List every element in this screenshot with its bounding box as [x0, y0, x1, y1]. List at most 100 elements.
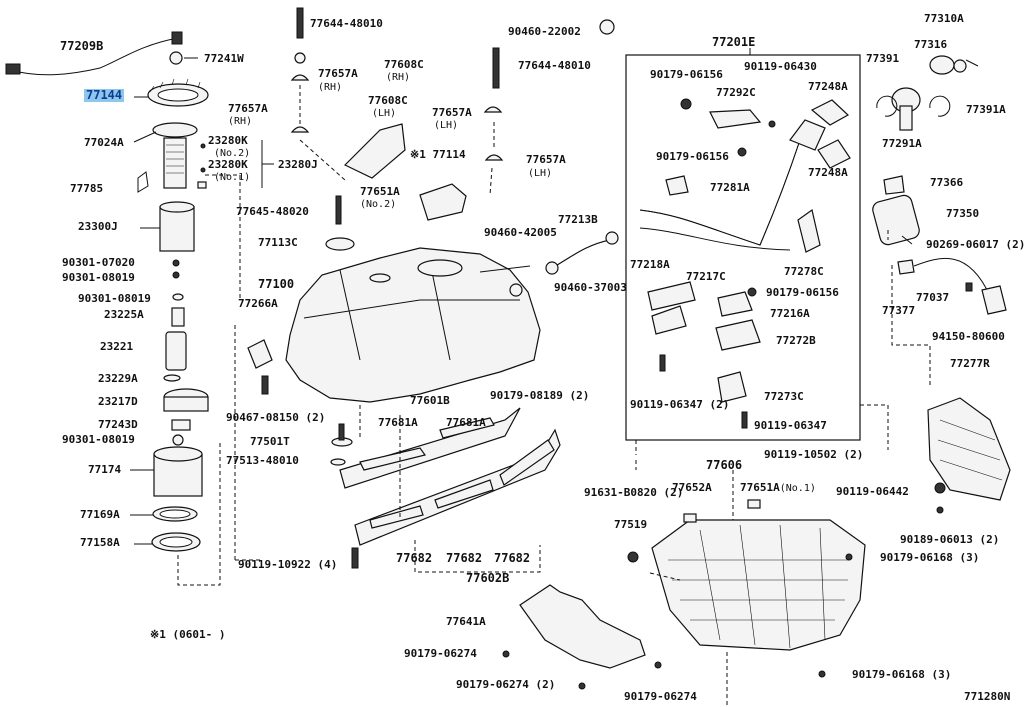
label-77501T[interactable]: 77501T: [250, 435, 290, 448]
label-90119-06430[interactable]: 90119-06430: [744, 60, 817, 73]
label-90269-06017[interactable]: 90269-06017 (2): [926, 238, 1024, 251]
label-77144[interactable]: 77144: [84, 88, 125, 102]
label-77391A[interactable]: 77391A: [966, 103, 1006, 116]
label-77114[interactable]: ※1 77114: [410, 148, 466, 161]
label-77273C[interactable]: 77273C: [764, 390, 804, 403]
label-77785[interactable]: 77785: [70, 182, 104, 195]
label-77291A[interactable]: 77291A: [882, 137, 922, 150]
label-77248A-a[interactable]: 77248A: [808, 80, 848, 93]
label-77174[interactable]: 77174: [88, 463, 122, 476]
label-77281A[interactable]: 77281A: [710, 181, 750, 194]
label-77519[interactable]: 77519: [614, 518, 648, 531]
label-77513-48010[interactable]: 77513-48010: [226, 454, 299, 467]
label-77644-48010-a[interactable]: 77644-48010: [310, 17, 383, 30]
label-77217C[interactable]: 77217C: [686, 270, 726, 283]
label-90467-08150[interactable]: 90467-08150 (2): [226, 411, 326, 424]
label-77169A[interactable]: 77169A: [80, 508, 120, 521]
label-90301-08019-c[interactable]: 90301-08019: [62, 433, 135, 446]
label-77657A-rh[interactable]: 77657A: [228, 102, 268, 115]
note-no2: (No.2): [214, 148, 251, 159]
label-90179-06168-b[interactable]: 90179-06168 (3): [852, 668, 952, 681]
label-77218A[interactable]: 77218A: [630, 258, 670, 271]
label-77601B[interactable]: 77601B: [410, 394, 450, 407]
label-90301-07020[interactable]: 90301-07020: [62, 256, 135, 269]
label-91631-B0820[interactable]: 91631-B0820 (2): [584, 486, 684, 499]
label-77657A-lh[interactable]: 77657A: [526, 153, 566, 166]
label-90301-08019-b[interactable]: 90301-08019: [78, 292, 151, 305]
label-90460-37003[interactable]: 90460-37003: [554, 281, 627, 294]
label-90460-42005[interactable]: 90460-42005: [484, 226, 557, 239]
label-90301-08019-a[interactable]: 90301-08019: [62, 271, 135, 284]
label-90179-06274-c[interactable]: 90179-06274: [624, 690, 697, 703]
label-77657A-rh-top[interactable]: 77657A: [318, 67, 358, 80]
label-94150-80600[interactable]: 94150-80600: [932, 330, 1005, 343]
label-77266A[interactable]: 77266A: [238, 297, 278, 310]
label-90179-06274-b[interactable]: 90179-06274 (2): [456, 678, 556, 691]
label-77158A[interactable]: 77158A: [80, 536, 120, 549]
label-23225A[interactable]: 23225A: [104, 308, 144, 321]
label-77209B[interactable]: 77209B: [60, 39, 104, 53]
label-77602B[interactable]: 77602B: [466, 571, 510, 585]
label-77310A[interactable]: 77310A: [924, 12, 964, 25]
label-23229A[interactable]: 23229A: [98, 372, 138, 385]
label-90119-10502[interactable]: 90119-10502 (2): [764, 448, 864, 461]
label-90179-08189[interactable]: 90179-08189 (2): [490, 389, 590, 402]
label-77213B[interactable]: 77213B: [558, 213, 598, 226]
label-23300J[interactable]: 23300J: [78, 220, 118, 233]
label-77645-48020[interactable]: 77645-48020: [236, 205, 309, 218]
label-77657A-lh-top[interactable]: 77657A: [432, 106, 472, 119]
label-77216A[interactable]: 77216A: [770, 307, 810, 320]
label-77681A-b[interactable]: 77681A: [446, 416, 486, 429]
label-23280K-no1[interactable]: 23280K: [208, 158, 248, 171]
label-77366[interactable]: 77366: [930, 176, 964, 189]
label-23217D[interactable]: 23217D: [98, 395, 138, 408]
label-90179-06156-a[interactable]: 90179-06156: [650, 68, 723, 81]
label-90460-22002[interactable]: 90460-22002: [508, 25, 581, 38]
label-90179-06274-a[interactable]: 90179-06274: [404, 647, 477, 660]
label-77292C[interactable]: 77292C: [716, 86, 756, 99]
label-77608C-lh[interactable]: 77608C: [368, 94, 408, 107]
label-77644-48010-b[interactable]: 77644-48010: [518, 59, 591, 72]
label-77682-c[interactable]: 77682: [494, 551, 531, 565]
label-77037[interactable]: 77037: [916, 291, 950, 304]
label-90179-06168-a[interactable]: 90179-06168 (3): [880, 551, 980, 564]
label-90179-06156-c[interactable]: 90179-06156: [766, 286, 839, 299]
label-77608C-rh-note: (RH): [386, 70, 410, 84]
label-23280K-no2[interactable]: 23280K: [208, 134, 248, 147]
label-77243D[interactable]: 77243D: [98, 418, 138, 431]
label-90179-06156-b[interactable]: 90179-06156: [656, 150, 729, 163]
label-23280K-no2-note: (No.2): [214, 146, 250, 160]
label-77606[interactable]: 77606: [706, 458, 743, 472]
label-23221[interactable]: 23221: [100, 340, 134, 353]
label-77277R[interactable]: 77277R: [950, 357, 990, 370]
label-77248A-b[interactable]: 77248A: [808, 166, 848, 179]
label-77350[interactable]: 77350: [946, 207, 980, 220]
label-77651A-no2[interactable]: 77651A: [360, 185, 400, 198]
label-77377[interactable]: 77377: [882, 304, 916, 317]
label-23280J[interactable]: 23280J: [278, 158, 318, 171]
label-77113C[interactable]: 77113C: [258, 236, 298, 249]
label-77391[interactable]: 77391: [866, 52, 900, 65]
label-90189-06013[interactable]: 90189-06013 (2): [900, 533, 1000, 546]
note-lh-b: (LH): [528, 168, 553, 179]
label-90119-10922[interactable]: 90119-10922 (4): [238, 558, 338, 571]
label-77681A-a[interactable]: 77681A: [378, 416, 418, 429]
label-77682-a[interactable]: 77682: [396, 551, 433, 565]
label-77682-b[interactable]: 77682: [446, 551, 483, 565]
label-77272B[interactable]: 77272B: [776, 334, 816, 347]
label-77241W[interactable]: 77241W: [204, 52, 244, 65]
label-77278C[interactable]: 77278C: [784, 265, 824, 278]
label-77651A-no1[interactable]: 77651A(No.1): [740, 481, 816, 495]
label-77608C-rh[interactable]: 77608C: [384, 58, 424, 71]
label-77652A[interactable]: 77652A: [672, 481, 712, 494]
label-90119-06347-a[interactable]: 90119-06347 (2): [630, 398, 730, 411]
label-77316[interactable]: 77316: [914, 38, 948, 51]
label-77641A[interactable]: 77641A: [446, 615, 486, 628]
label-77100[interactable]: 77100: [258, 277, 295, 291]
label-77651A-no1-text: 77651A: [740, 481, 780, 494]
label-90119-06347-b[interactable]: 90119-06347: [754, 419, 827, 432]
label-77201E[interactable]: 77201E: [712, 35, 756, 49]
label-77024A[interactable]: 77024A: [84, 136, 124, 149]
under-protector-group: [627, 470, 866, 705]
label-90119-06442[interactable]: 90119-06442: [836, 485, 909, 498]
